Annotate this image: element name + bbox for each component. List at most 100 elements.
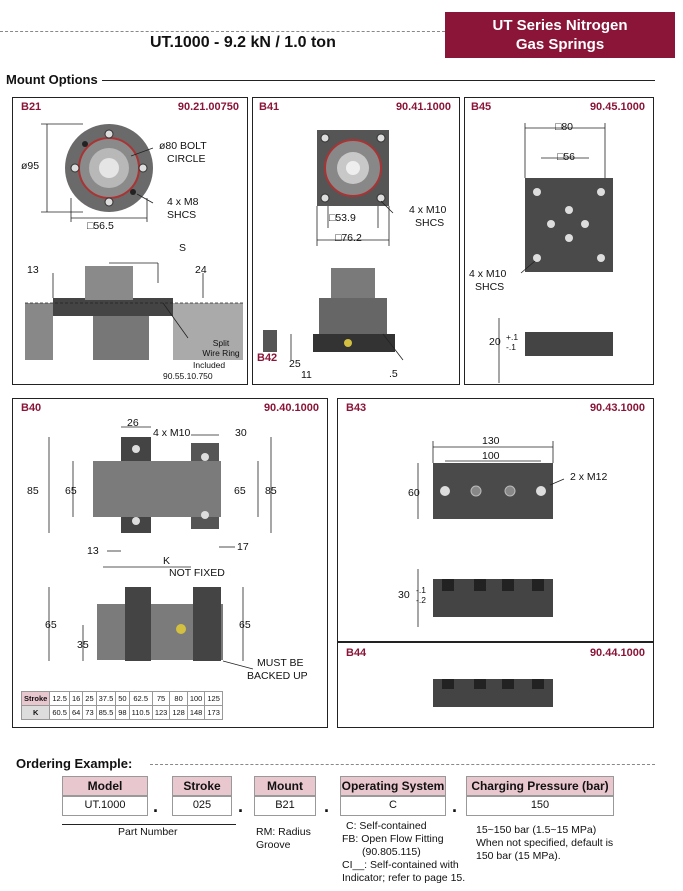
series-badge: UT Series Nitrogen Gas Springs: [445, 12, 675, 58]
series-line-2: Gas Springs: [515, 36, 605, 53]
b45-drawing: [498, 123, 613, 383]
b43-dim-130: 130: [482, 435, 500, 447]
b21-dim-13: 13: [27, 264, 39, 276]
b41-panel: B41 90.41.1000 4 x M10 SHCS □53.9 □76.2 …: [252, 97, 460, 385]
b21-note-2: Wire Ring: [202, 348, 240, 358]
op-note-1: C: Self-contained: [346, 820, 427, 832]
b45-tol-plus: +.1: [506, 332, 519, 342]
mount-note-1: RM: Radius: [256, 826, 311, 838]
b40-dim-26: 26: [127, 417, 139, 429]
stroke-cell: 75: [151, 691, 171, 706]
b21-dim-24: 24: [195, 264, 207, 276]
pressure-note-3: 150 bar (15 MPa).: [476, 850, 561, 862]
b42-dim-11: 11: [301, 369, 312, 381]
mount-header: Mount: [254, 776, 316, 796]
stroke-cell: 12.5: [49, 691, 70, 706]
k-header: K: [20, 705, 51, 720]
stroke-value: 025: [172, 796, 232, 816]
b40-name: B40: [21, 402, 42, 414]
b21-panel: B21 90.21.00750 ø95 ø80 BOLT CIRCLE 4 x …: [12, 97, 248, 385]
b21-note-4: 90.55.10.750: [163, 371, 213, 381]
b43-screw: 2 x M12: [570, 471, 608, 483]
b45-dim-80: □80: [555, 121, 574, 133]
b41-screw-1: 4 x M10: [409, 204, 447, 216]
stroke-cell: 37.5: [95, 691, 117, 706]
b42-name: B42: [257, 352, 278, 364]
b40-dim-65-a: 65: [45, 619, 57, 631]
stroke-cell: 62.5: [128, 691, 153, 706]
b43-dim-100: 100: [482, 450, 500, 462]
k-row: K 60.5 64 73 85.5 98 110.5 123 128 148 1…: [20, 705, 223, 720]
k-cell: 60.5: [49, 705, 70, 720]
b40-dim-65-b: 65: [239, 619, 251, 631]
b40-dim-30: 30: [235, 427, 247, 439]
b41-name: B41: [259, 101, 280, 113]
b41-dim-53-9: □53.9: [329, 212, 356, 224]
stroke-cell: 80: [169, 691, 188, 706]
b40-drawing: [48, 426, 272, 670]
b40-backed-1: MUST BE: [257, 657, 304, 669]
stroke-k-table: Stroke 12.5 16 25 37.5 50 62.5 75 80 100…: [20, 691, 223, 720]
mount-note-2: Groove: [256, 839, 291, 851]
k-cell: 123: [151, 705, 171, 720]
k-cell: 98: [115, 705, 130, 720]
b44-name: B44: [346, 647, 367, 659]
series-line-1: UT Series Nitrogen: [492, 17, 628, 34]
separator-dot: .: [324, 796, 330, 816]
op-note-3: (90.805.115): [362, 846, 421, 858]
b40-screw: 4 x M10: [153, 427, 191, 439]
b43-name: B43: [346, 402, 367, 414]
stroke-cell: 25: [82, 691, 97, 706]
operating-system-value: C: [340, 796, 446, 816]
b40-backed-2: BACKED UP: [247, 670, 308, 682]
b45-dim-20: 20: [489, 336, 501, 348]
k-cell: 110.5: [128, 705, 153, 720]
stroke-header: Stroke: [20, 691, 51, 706]
b21-note-1: Split: [212, 338, 230, 348]
b43-tol-plus: -.1: [416, 585, 426, 595]
b42-dim-5: .5: [389, 368, 398, 380]
b40-dim-k: K: [163, 555, 171, 567]
b40-panel: B40 90.40.1000 26 4 x M10 30 85 65 65 85…: [12, 398, 328, 728]
k-cell: 128: [169, 705, 188, 720]
b21-dim-s: S: [179, 242, 187, 254]
section-rule: [100, 80, 655, 81]
b40-dim-35: 35: [77, 639, 89, 651]
b40-dim-65-left: 65: [65, 485, 77, 497]
separator-dot: .: [153, 796, 159, 816]
b41-part-number: 90.41.1000: [395, 101, 451, 113]
b43-drawing: [417, 441, 565, 627]
b45-screw-1: 4 x M10: [469, 268, 507, 280]
charging-pressure-header: Charging Pressure (bar): [466, 776, 614, 796]
b21-dim-95: ø95: [21, 160, 40, 172]
mount-value: B21: [254, 796, 316, 816]
b45-tol-minus: -.1: [506, 342, 516, 352]
header-rule: [0, 31, 445, 32]
op-note-2: FB: Open Flow Fitting: [342, 833, 444, 845]
ordering-heading: Ordering Example:: [16, 756, 137, 771]
k-cell: 64: [68, 705, 84, 720]
part-number-rule: [62, 824, 236, 825]
stroke-row: Stroke 12.5 16 25 37.5 50 62.5 75 80 100…: [20, 691, 223, 706]
b45-dim-56: □56: [557, 151, 576, 163]
pressure-note-1: 15~150 bar (1.5~15 MPa): [476, 824, 597, 836]
b45-part-number: 90.45.1000: [589, 101, 645, 113]
charging-pressure-value: 150: [466, 796, 614, 816]
separator-dot: .: [238, 796, 244, 816]
b45-screw-2: SHCS: [475, 281, 505, 293]
k-cell: 148: [186, 705, 206, 720]
b40-not-fixed: NOT FIXED: [169, 567, 225, 579]
page-title: UT.1000 - 9.2 kN / 1.0 ton: [150, 34, 336, 51]
separator-dot: .: [452, 796, 458, 816]
part-number-label: Part Number: [118, 826, 178, 838]
b44-drawing: [433, 679, 553, 707]
b43-part-number: 90.43.1000: [589, 402, 645, 414]
b41-dim-76-2: □76.2: [335, 232, 362, 244]
ordering-rule: [150, 764, 655, 765]
b21-bolt-circle-2: CIRCLE: [167, 153, 206, 165]
stroke-cell: 50: [115, 691, 130, 706]
model-header: Model: [62, 776, 148, 796]
b42-dim-25: 25: [289, 358, 301, 370]
b21-part-number: 90.21.00750: [177, 101, 239, 113]
k-cell: 173: [204, 705, 223, 720]
